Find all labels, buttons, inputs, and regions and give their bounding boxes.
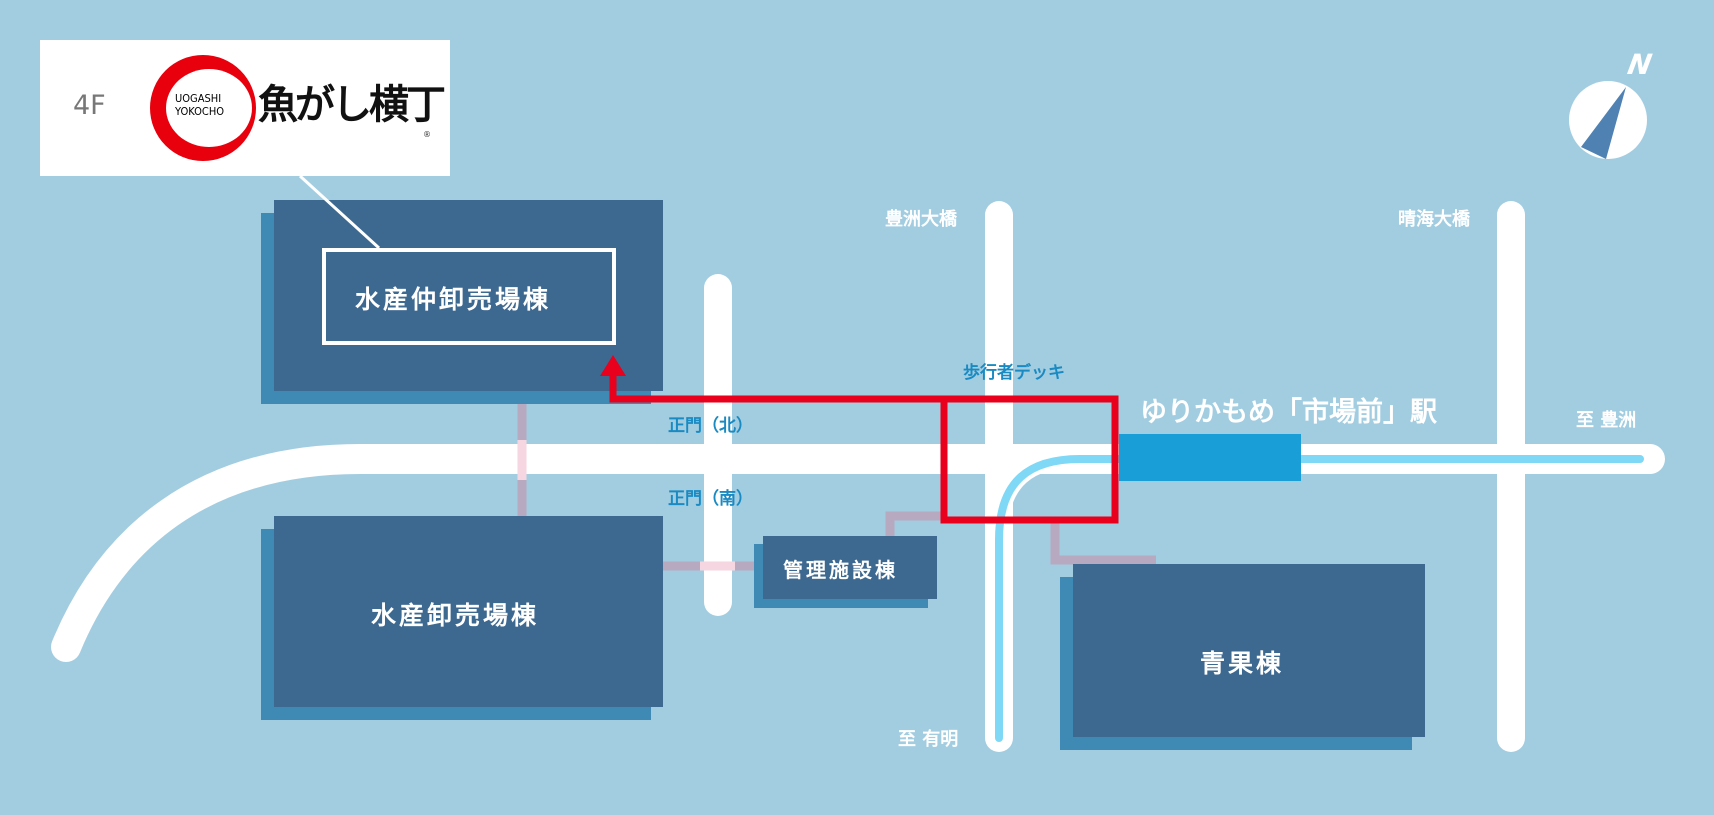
label-station: ゆりかもめ「市場前」駅 bbox=[1140, 397, 1437, 428]
logo-ring-inner bbox=[166, 69, 252, 147]
label-main-gate-north: 正門（北） bbox=[668, 416, 753, 436]
label-wholesale: 水産卸売場棟 bbox=[371, 601, 540, 630]
uogashi-yokocho-logo-card[interactable]: 4F UOGASHI YOKOCHO 魚がし横丁 ® bbox=[40, 40, 450, 176]
route bbox=[609, 370, 1119, 524]
building-intermediate-wholesale[interactable] bbox=[261, 200, 663, 404]
yurikamome-rail-inner bbox=[995, 455, 1644, 742]
label-to-toyosu: 至 豊洲 bbox=[1576, 410, 1637, 431]
label-to-ariake: 至 有明 bbox=[898, 729, 959, 750]
building-produce[interactable] bbox=[1060, 564, 1425, 750]
label-toyosu-bridge: 豊洲大橋 bbox=[885, 209, 957, 230]
logo-brand-jp: 魚がし横丁 bbox=[258, 81, 446, 128]
label-produce: 青果棟 bbox=[1200, 649, 1285, 678]
label-management: 管理施設棟 bbox=[783, 558, 898, 582]
floor-label: 4F bbox=[73, 90, 106, 121]
label-intermediate-wholesale: 水産仲卸売場棟 bbox=[355, 285, 552, 314]
building-wholesale[interactable] bbox=[261, 516, 663, 720]
logo-brand-en: UOGASHI YOKOCHO bbox=[175, 92, 225, 118]
route-arrow-icon bbox=[600, 355, 626, 376]
registered-mark: ® bbox=[423, 130, 431, 139]
building-management[interactable] bbox=[754, 536, 937, 608]
compass-icon bbox=[1569, 81, 1647, 159]
main-road bbox=[51, 444, 1665, 662]
label-pedestrian-deck: 歩行者デッキ bbox=[963, 363, 1065, 383]
label-harumi-bridge: 晴海大橋 bbox=[1398, 209, 1470, 230]
station-platform[interactable] bbox=[1119, 434, 1301, 481]
callout-line bbox=[298, 174, 381, 250]
label-main-gate-south: 正門（南） bbox=[668, 489, 753, 509]
